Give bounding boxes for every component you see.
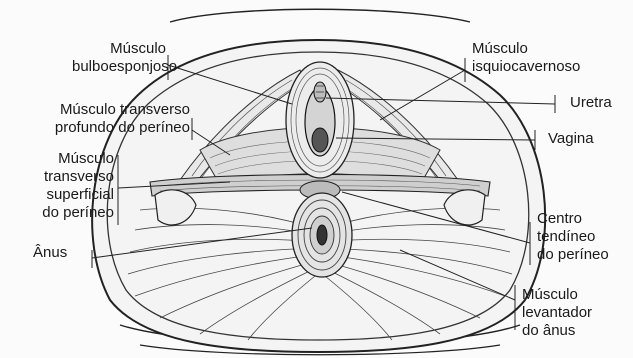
label-urethra: Uretra: [570, 94, 612, 112]
skin-contour-top: [170, 9, 470, 22]
label-superficial-transverse-perineal: Músculo transverso superficial do períne…: [30, 150, 114, 222]
label-vagina: Vagina: [548, 130, 594, 148]
anus-opening: [317, 225, 327, 245]
label-anus: Ânus: [33, 244, 67, 262]
label-central-tendon: Centro tendíneo do períneo: [537, 210, 609, 264]
label-ischiocavernosus: Músculo isquiocavernoso: [472, 40, 580, 76]
label-deep-transverse-perineal: Músculo transverso profundo do períneo: [35, 101, 190, 137]
label-bulbospongiosus: Músculo bulboesponjoso: [72, 40, 166, 76]
label-levator-ani: Músculo levantador do ânus: [522, 286, 592, 340]
